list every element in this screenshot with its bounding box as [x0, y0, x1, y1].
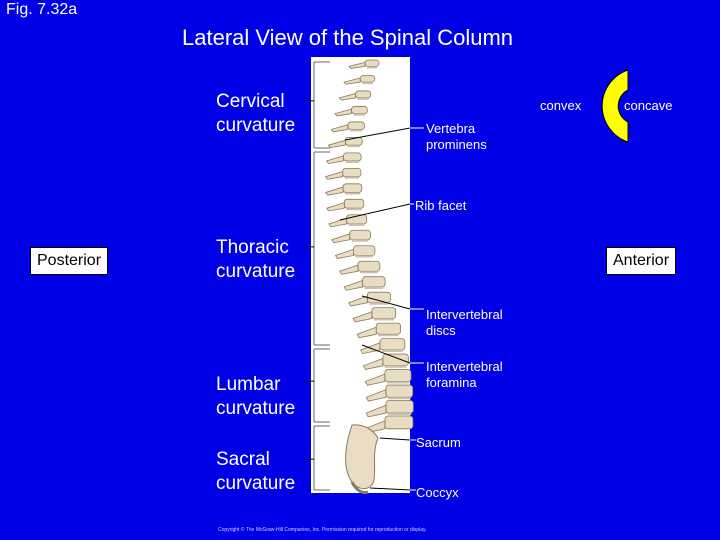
intervertebral-disc [349, 129, 363, 132]
intervertebral-disc [345, 160, 360, 163]
leader-lines [303, 99, 411, 491]
vertebra-prominens-label: Vertebra prominens [426, 121, 487, 152]
vertebra-body [343, 152, 362, 162]
spinous-process [343, 279, 363, 291]
spinous-process [325, 155, 344, 164]
vertebrae-group [324, 59, 414, 434]
intervertebral-disc [344, 176, 359, 179]
vertebra-body [355, 90, 372, 99]
sacrum-label: Sacrum [416, 435, 461, 450]
spinous-process [364, 373, 386, 386]
intervertebral-disc [359, 271, 378, 274]
vertebra-body [382, 353, 409, 367]
figure-label: Fig. 7.32a [6, 1, 78, 18]
intervertebral-disc [387, 397, 411, 400]
spinous-process [326, 202, 345, 212]
vertebra-body [349, 229, 371, 241]
vertebra-body [353, 245, 376, 256]
intervertebral-disc [355, 255, 373, 258]
intervertebral-disc [381, 350, 403, 353]
spinous-process [365, 404, 387, 418]
vertebra-body [385, 400, 414, 414]
spinous-process [362, 357, 384, 370]
spinous-process [334, 248, 354, 259]
vertebra-body [366, 291, 391, 304]
vertebra-body [347, 121, 365, 130]
spinous-process [331, 233, 351, 244]
convex-concave-icon [601, 69, 629, 143]
intervertebral-disc [378, 334, 399, 337]
intervertebral-disc [351, 239, 369, 242]
spinous-process [348, 61, 366, 69]
spinous-process [348, 295, 368, 307]
vertebra-body [384, 415, 414, 430]
intervertebral-disc [387, 413, 412, 416]
curvature-brackets [313, 61, 330, 491]
coccyx-label: Coccyx [416, 485, 459, 500]
intervertebral-disc [364, 286, 384, 289]
intervertebral-disc [353, 113, 366, 116]
sacral-curvature-label: Sacral curvature [216, 449, 296, 494]
spinous-process [343, 77, 361, 85]
intervertebral-disc [369, 302, 389, 305]
spinous-process [324, 170, 344, 180]
intervertebral-disc [348, 223, 365, 226]
vertebra-body [371, 307, 397, 319]
spinous-process [324, 186, 344, 196]
vertebra-body [351, 106, 368, 115]
vertebra-body [342, 183, 363, 193]
vertebra-body [385, 384, 414, 398]
intervertebral-disc [347, 145, 361, 148]
spinous-process [334, 108, 352, 117]
cervical-curvature-label: Cervical curvature [216, 91, 296, 136]
convex-label: convex [540, 98, 582, 113]
spinous-process [356, 326, 377, 339]
copyright-notice: Copyright © The McGraw-Hill Companies, I… [218, 527, 427, 533]
concave-label: concave [624, 98, 673, 113]
coccyx-shape [350, 481, 369, 494]
spinous-process [339, 264, 359, 275]
vertebra-body [384, 369, 412, 382]
vertebra-body [375, 322, 401, 335]
sacrum-shape [345, 424, 379, 489]
intervertebral-disc [367, 66, 377, 69]
intervertebral-disc [346, 208, 362, 211]
intervertebral-foramina-label: Intervertebral foramina [426, 359, 503, 390]
spinous-process [328, 217, 347, 228]
spinous-process [352, 311, 373, 323]
vertebra-body [379, 338, 406, 351]
posterior-label: Posterior [30, 247, 109, 275]
intervertebral-disc [384, 365, 407, 368]
intervertebral-disc [386, 381, 410, 384]
intervertebral-discs-label: Intervertebral discs [426, 307, 503, 338]
vertebra-body [364, 59, 380, 67]
vertebra-body [359, 75, 376, 83]
page-title: Lateral View of the Spinal Column [182, 25, 514, 50]
spinous-process [330, 124, 349, 133]
spinous-process [338, 93, 356, 101]
lumbar-curvature-label: Lumbar curvature [216, 374, 296, 419]
intervertebral-disc [373, 318, 394, 321]
rib-facet-label: Rib facet [415, 198, 467, 213]
intervertebral-disc [362, 82, 373, 85]
vertebra-body [343, 198, 365, 209]
vertebra-body [357, 260, 381, 272]
spinous-process [327, 139, 346, 149]
vertebra-body [342, 167, 362, 178]
intervertebral-disc [344, 192, 360, 195]
anterior-label: Anterior [606, 247, 677, 275]
vertebra-body [362, 276, 386, 288]
spinous-process [365, 389, 387, 402]
thoracic-curvature-label: Thoracic curvature [216, 237, 296, 282]
intervertebral-disc [357, 97, 369, 100]
